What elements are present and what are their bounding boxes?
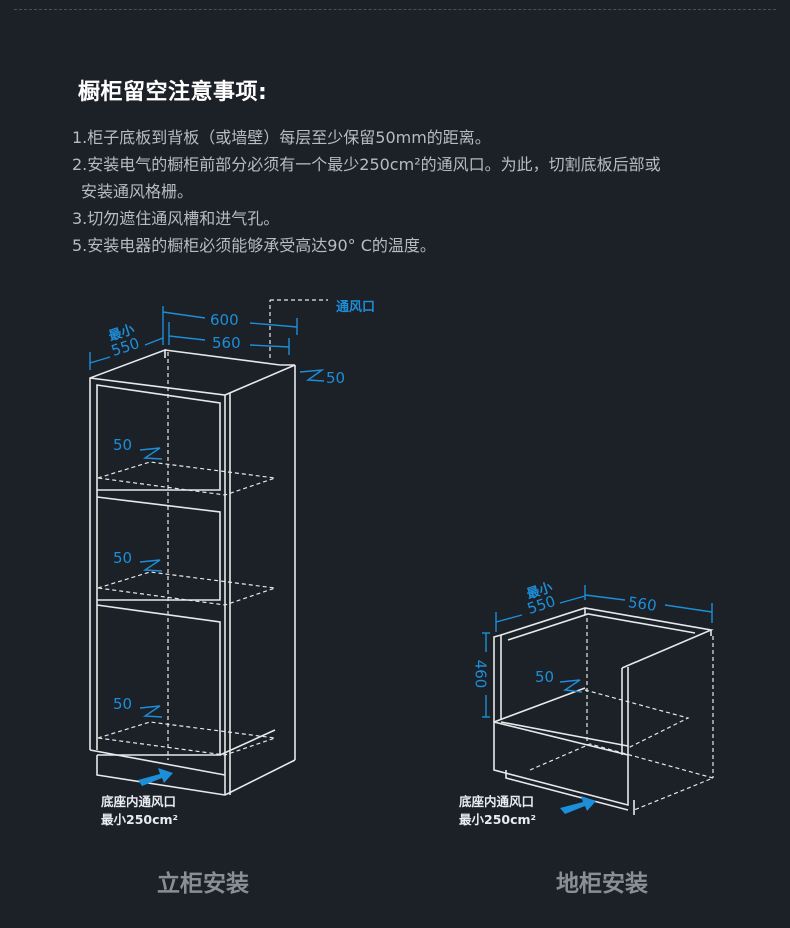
base-shelf-gap-dimension: 50	[535, 668, 555, 686]
base-vent-label: 底座内通风口 最小250cm²	[459, 793, 536, 829]
vent-label-line: 底座内通风口	[459, 794, 535, 809]
base-cabinet-caption: 地柜安装	[556, 871, 648, 897]
tall-outer-width-dimension: 600	[210, 311, 239, 329]
shelf-gap-dimension: 50	[113, 695, 133, 713]
page-title: 橱柜留空注意事项:	[78, 80, 268, 105]
tall-base-vent-label: 底座内通风口 最小250cm²	[101, 793, 178, 829]
tall-cabinet-dimensions	[89, 306, 325, 718]
tall-cabinet-hidden-lines	[97, 299, 328, 760]
note-item: 2.安装电气的橱柜前部分必须有一个最少250cm²的通风口。为此，切割底板后部或	[72, 155, 661, 174]
base-cabinet-hidden-lines	[529, 618, 715, 811]
base-vent-arrow-icon	[560, 796, 596, 814]
tall-inner-width-dimension: 560	[212, 334, 241, 352]
note-item: 5.安装电器的橱柜必须能够承受高达90° C的温度。	[72, 236, 436, 255]
vent-label-line: 最小250cm²	[101, 812, 179, 827]
note-item: 安装通风格栅。	[81, 182, 194, 201]
notes-list: 1.柜子底板到背板（或墙壁）每层至少保留50mm的距离。 2.安装电气的橱柜前部…	[72, 124, 661, 259]
tall-base-vent-arrow-icon	[138, 768, 173, 786]
shelf-gap-dimension: 50	[113, 436, 133, 454]
vent-label-line: 最小250cm²	[459, 812, 537, 827]
shelf-gap-dimension: 50	[113, 549, 133, 567]
tall-top-gap-dimension: 50	[326, 369, 346, 387]
base-height-dimension: 460	[471, 659, 490, 689]
vent-opening-label: 通风口	[336, 300, 376, 315]
note-item: 1.柜子底板到背板（或墙壁）每层至少保留50mm的距离。	[72, 128, 491, 147]
base-cabinet-dimensions	[482, 585, 713, 718]
note-item: 3.切勿遮住通风槽和进气孔。	[72, 209, 280, 228]
base-cabinet-drawing	[493, 607, 714, 815]
tall-cabinet-drawing	[89, 348, 296, 796]
tall-cabinet-caption: 立柜安装	[157, 871, 249, 897]
base-width-dimension: 560	[626, 593, 658, 615]
vent-label-line: 底座内通风口	[101, 794, 177, 809]
top-divider	[14, 9, 776, 10]
